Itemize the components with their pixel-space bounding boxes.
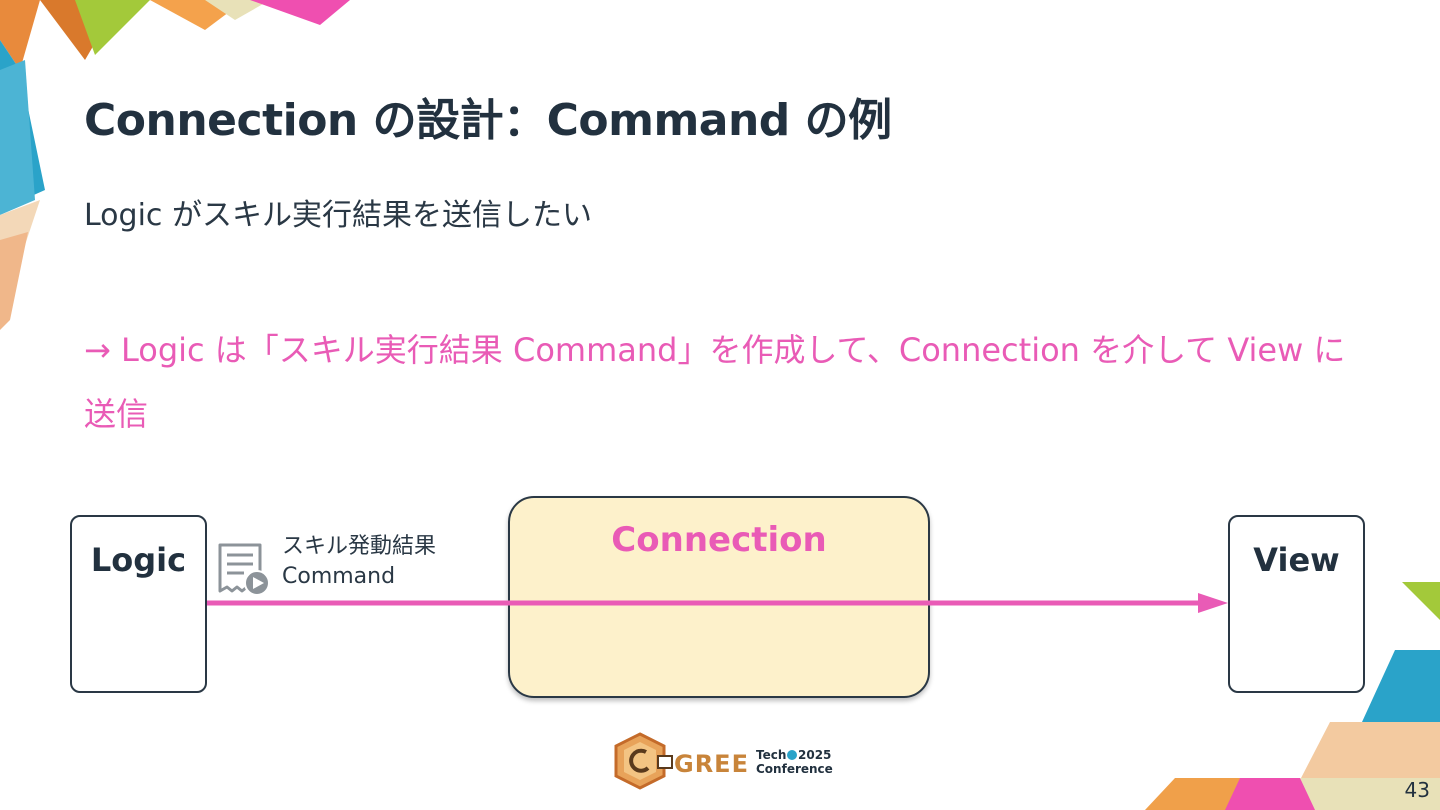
view-label: View [1253, 541, 1340, 579]
body-text: Logic がスキル実行結果を送信したい [84, 198, 592, 233]
command-label-line2: Command [282, 564, 396, 589]
logic-label: Logic [90, 541, 187, 579]
command-label-line1: スキル発動結果 [282, 534, 437, 559]
connection-label: Connection [611, 520, 827, 560]
slide-title: Connection の設計：Command の例 [84, 95, 892, 146]
page-number: 43 [1404, 778, 1430, 802]
connection-box: Connection [508, 496, 930, 698]
highlight-text: → Logic は「スキル実行結果 Command」を作成して、Connecti… [84, 331, 1346, 433]
logic-box: Logic [70, 515, 207, 693]
gree-tech-conference-logo: GREE Tech 2025 Conference [614, 732, 833, 790]
view-box: View [1228, 515, 1365, 693]
svg-text:GREE: GREE [674, 750, 749, 778]
svg-text:Conference: Conference [756, 762, 833, 776]
command-label: スキル発動結果 Command [282, 532, 436, 592]
svg-text:2025: 2025 [798, 748, 831, 762]
svg-text:Tech: Tech [756, 748, 786, 762]
receipt-play-icon [218, 543, 270, 596]
